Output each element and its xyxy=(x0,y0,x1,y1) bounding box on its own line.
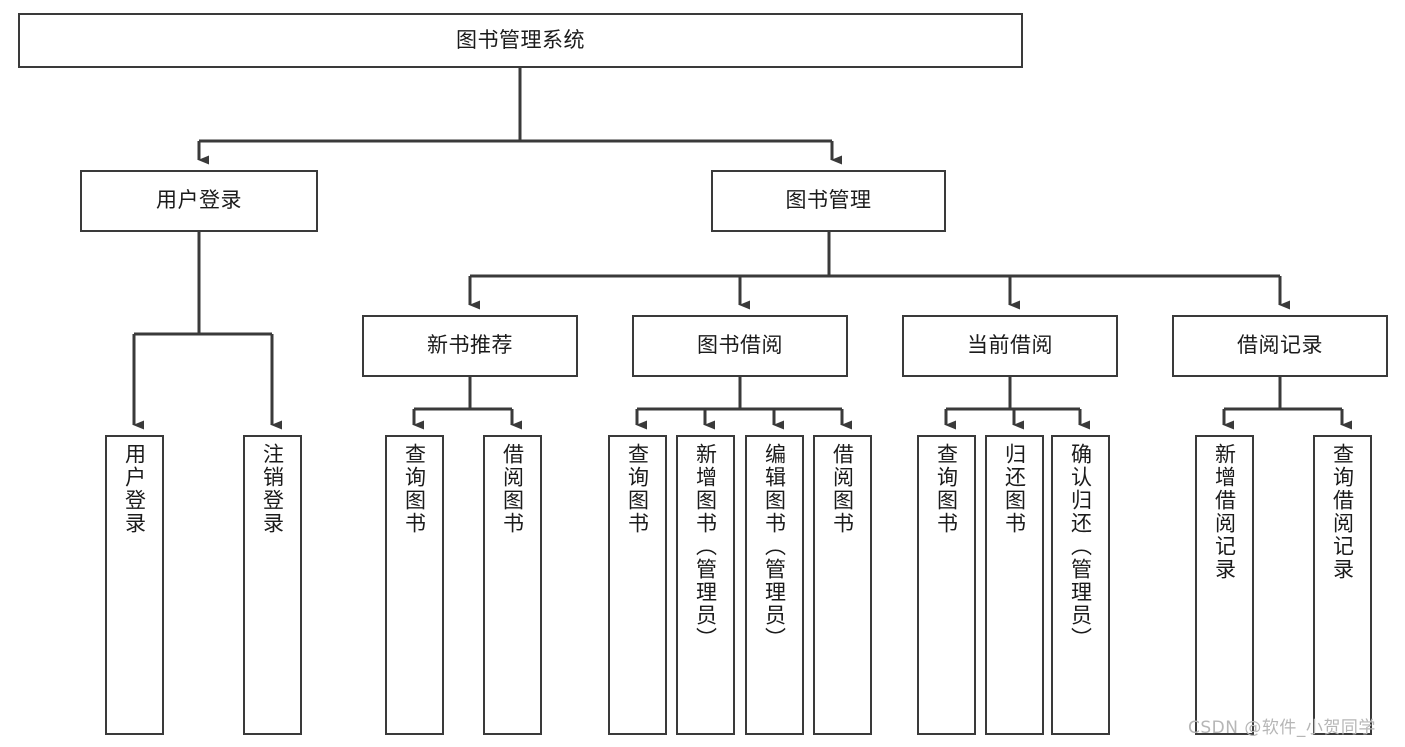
node-label: 图书管理系统 xyxy=(456,27,585,52)
node-label: 查询图书 xyxy=(402,443,427,535)
node-new-book-recommend[interactable]: 新书推荐 xyxy=(362,315,578,377)
node-leaf-query-book-current[interactable]: 查询图书 xyxy=(917,435,976,735)
node-label: 借阅图书 xyxy=(830,443,855,535)
node-label: 当前借阅 xyxy=(967,333,1053,358)
connector-currentborrow-to-leaves xyxy=(944,377,1090,430)
node-label: 借阅图书 xyxy=(500,443,525,535)
connector-userlogin-to-leaves xyxy=(132,232,282,430)
node-label: 图书借阅 xyxy=(697,333,783,358)
node-label: 查询图书 xyxy=(625,443,650,535)
node-leaf-user-logout[interactable]: 注销登录 xyxy=(243,435,302,735)
node-label: 用户登录 xyxy=(122,443,147,535)
node-label: 归还图书 xyxy=(1002,443,1027,535)
node-current-borrow[interactable]: 当前借阅 xyxy=(902,315,1118,377)
connector-root-to-level1 xyxy=(197,68,842,165)
node-label: 图书管理 xyxy=(785,188,872,213)
node-leaf-add-borrow-record[interactable]: 新增借阅记录 xyxy=(1195,435,1254,735)
node-borrow-record[interactable]: 借阅记录 xyxy=(1172,315,1388,377)
node-label: 查询图书 xyxy=(934,443,959,535)
node-root-book-management-system[interactable]: 图书管理系统 xyxy=(18,13,1023,68)
node-leaf-user-login[interactable]: 用户登录 xyxy=(105,435,164,735)
node-label: 用户登录 xyxy=(156,188,242,213)
connector-bookborrow-to-leaves xyxy=(635,377,852,430)
node-label: 编辑图书（管理员） xyxy=(762,443,787,650)
connector-borrowrecord-to-leaves xyxy=(1222,377,1352,430)
node-leaf-query-borrow-record[interactable]: 查询借阅记录 xyxy=(1313,435,1372,735)
node-label: 确认归还（管理员） xyxy=(1068,443,1093,650)
node-leaf-query-book-borrow[interactable]: 查询图书 xyxy=(608,435,667,735)
node-leaf-query-book-recommend[interactable]: 查询图书 xyxy=(385,435,444,735)
node-leaf-add-book-admin[interactable]: 新增图书（管理员） xyxy=(676,435,735,735)
node-label: 新书推荐 xyxy=(427,333,513,358)
node-leaf-borrow-book-recommend[interactable]: 借阅图书 xyxy=(483,435,542,735)
connector-newbook-to-leaves xyxy=(412,377,522,430)
node-leaf-confirm-return-admin[interactable]: 确认归还（管理员） xyxy=(1051,435,1110,735)
node-book-manage[interactable]: 图书管理 xyxy=(711,170,946,232)
node-label: 借阅记录 xyxy=(1237,333,1323,358)
node-user-login[interactable]: 用户登录 xyxy=(80,170,318,232)
node-label: 新增图书（管理员） xyxy=(693,443,718,650)
node-leaf-edit-book-admin[interactable]: 编辑图书（管理员） xyxy=(745,435,804,735)
watermark-text: CSDN @软件_小贺同学 xyxy=(1188,718,1376,738)
node-leaf-return-book[interactable]: 归还图书 xyxy=(985,435,1044,735)
node-label: 查询借阅记录 xyxy=(1330,443,1355,581)
node-leaf-borrow-book[interactable]: 借阅图书 xyxy=(813,435,872,735)
connector-bookmanage-to-level2 xyxy=(468,232,1290,310)
node-book-borrow[interactable]: 图书借阅 xyxy=(632,315,848,377)
node-label: 新增借阅记录 xyxy=(1212,443,1237,581)
node-label: 注销登录 xyxy=(260,443,285,535)
